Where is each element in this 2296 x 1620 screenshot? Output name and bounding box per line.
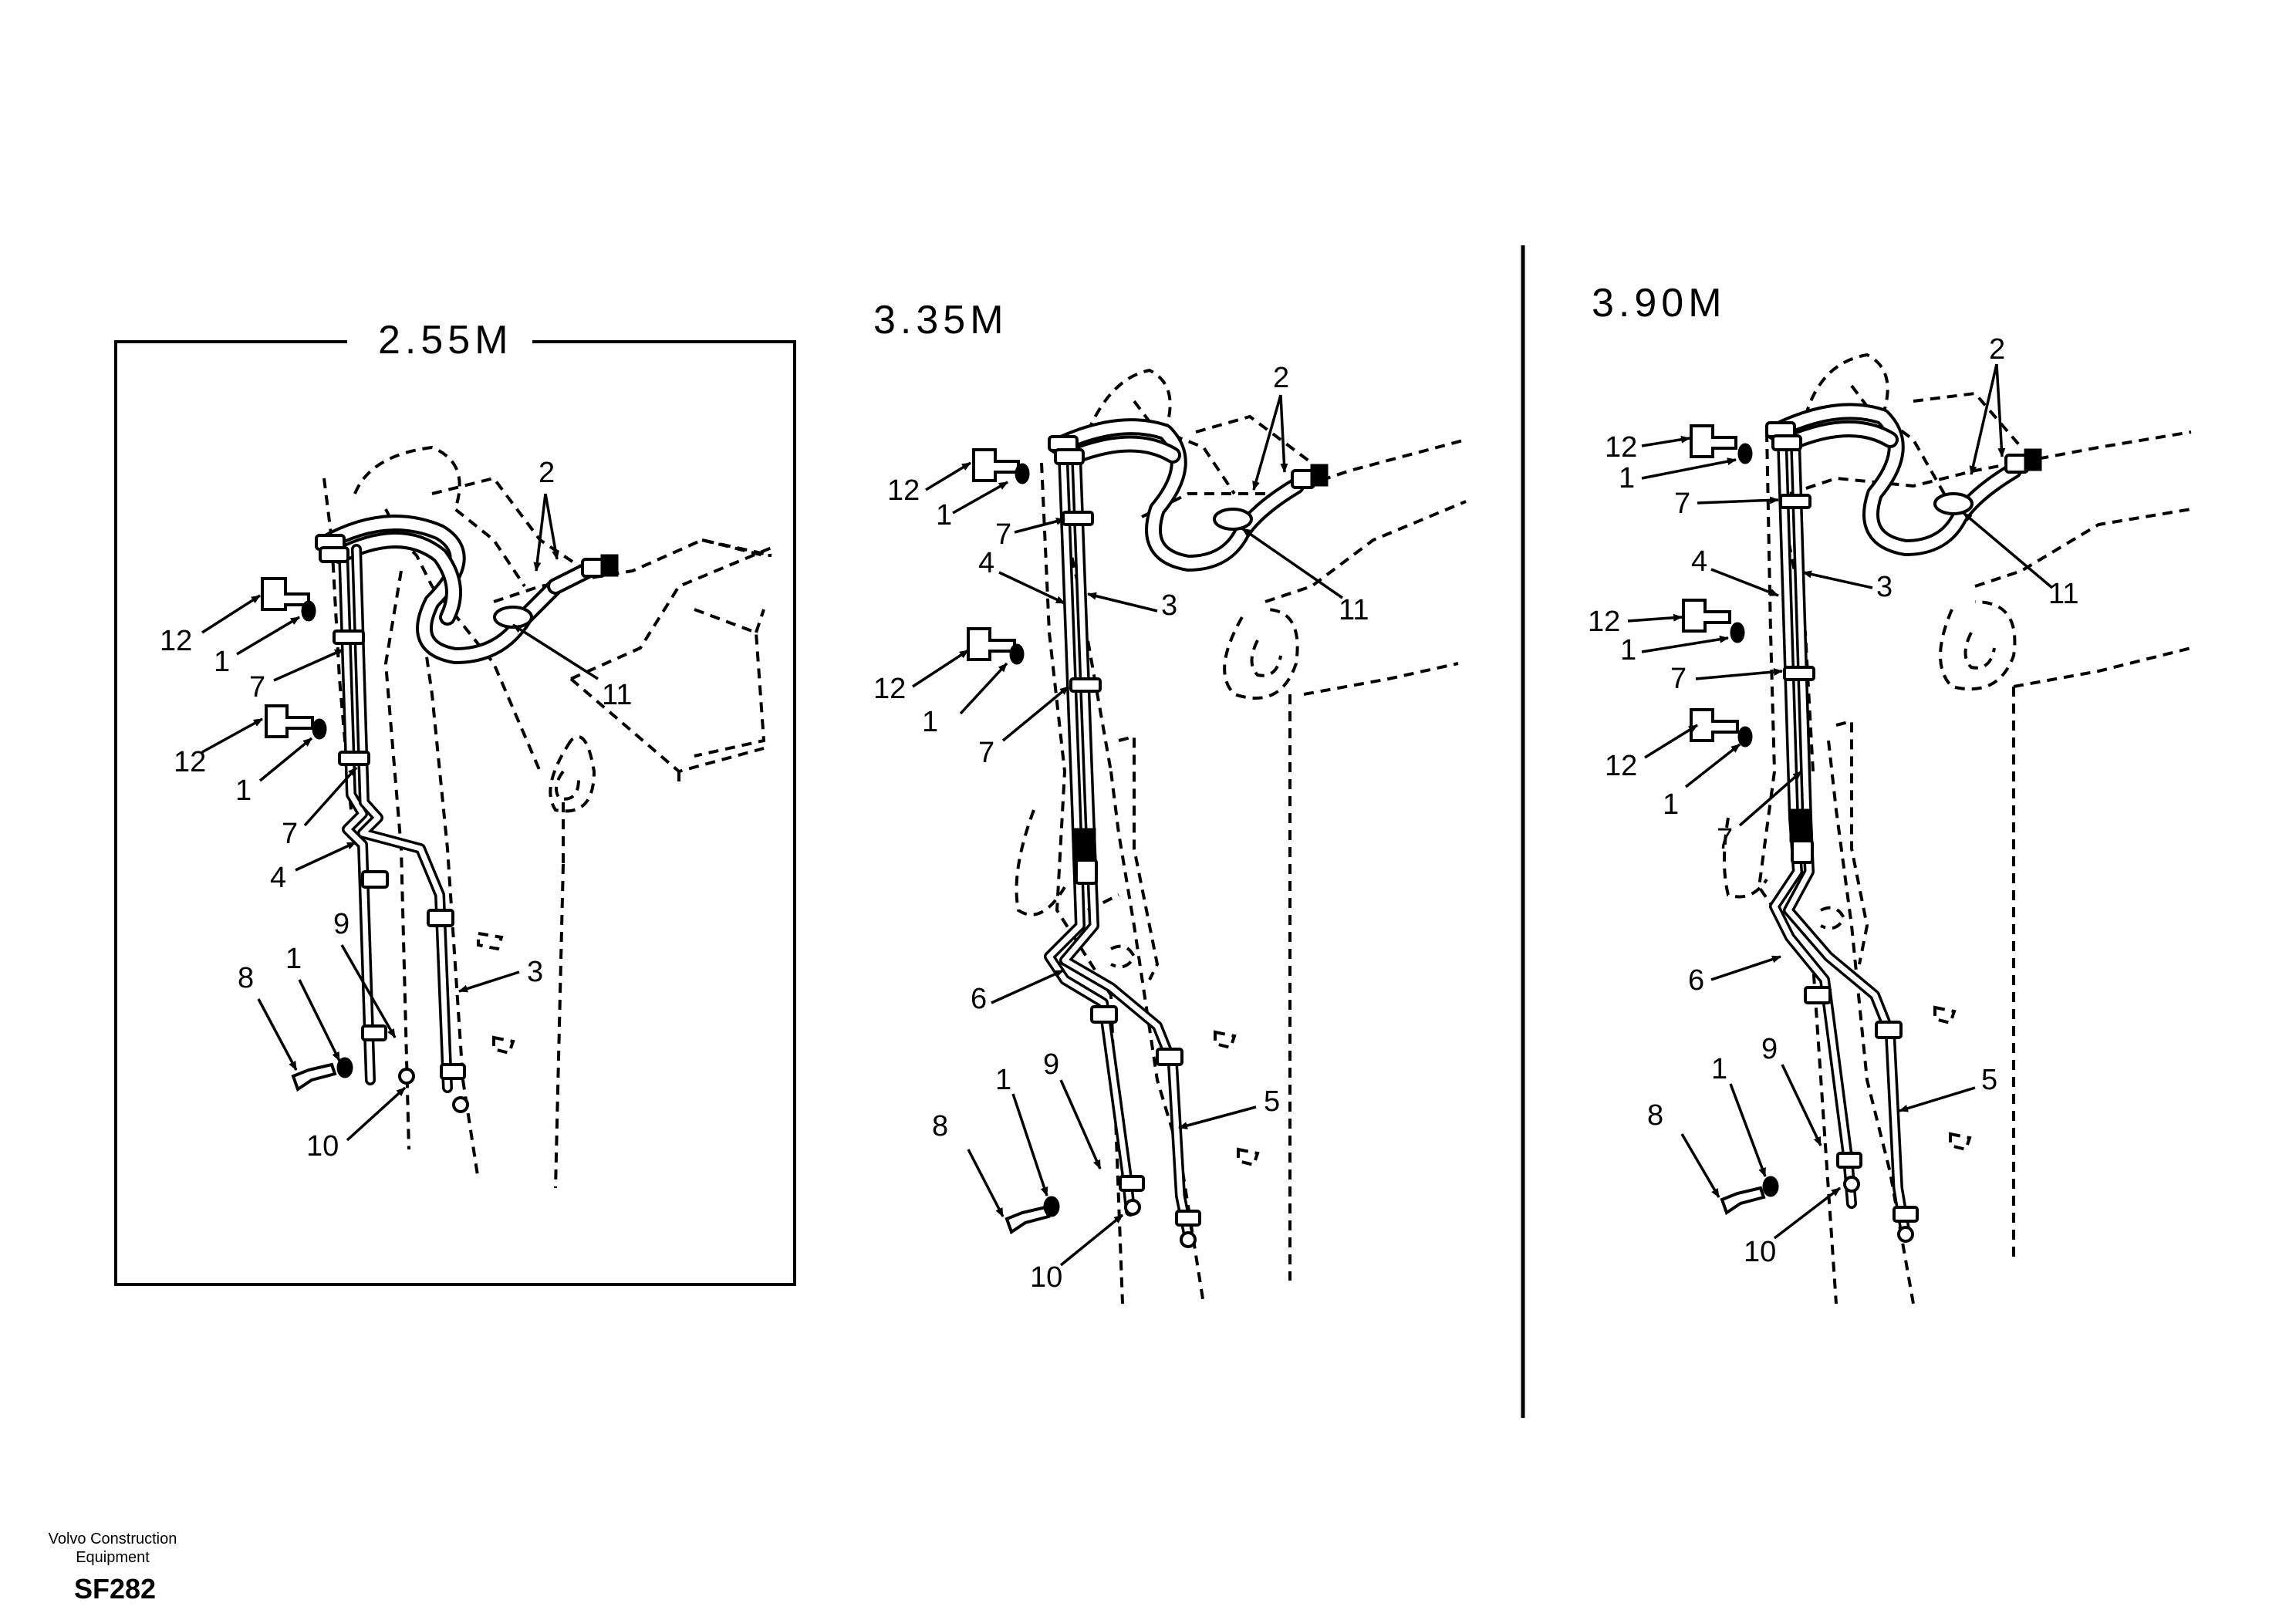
callout: 7 [249, 671, 265, 704]
callout: 1 [922, 706, 938, 738]
variant-255-leader-lines [201, 493, 599, 1142]
callout: 2 [539, 457, 555, 489]
callout: 7 [282, 818, 298, 850]
callout: 12 [1588, 606, 1620, 638]
callout: 7 [978, 737, 994, 769]
callout: 10 [1744, 1236, 1776, 1268]
callout: 1 [214, 646, 230, 678]
callout: 7 [1670, 663, 1687, 695]
callout: 1 [1711, 1053, 1727, 1085]
callout: 12 [1605, 750, 1637, 782]
variant-335-leader-lines [912, 394, 1343, 1267]
variant-255-title: 2.55M [378, 318, 513, 363]
callout: 1 [235, 775, 252, 807]
variant-335-fasteners [967, 448, 1060, 1235]
variant-390-callouts: 2 12 1 7 4 3 11 12 1 7 12 1 7 6 5 8 1 9 … [1588, 333, 2078, 1268]
callout: 9 [1043, 1048, 1059, 1081]
manufacturer-line-2: Equipment [76, 1549, 150, 1566]
callout: 9 [1761, 1033, 1778, 1065]
variant-255-ghost-boom [322, 445, 772, 1189]
callout: 1 [285, 943, 302, 975]
variant-390-hoses [1766, 403, 2042, 556]
callout: 12 [873, 673, 906, 705]
callout: 5 [1981, 1064, 1997, 1096]
variant-335-callouts: 2 12 1 7 4 3 11 12 1 7 6 5 8 1 9 10 [873, 362, 1369, 1294]
manufacturer-line-1: Volvo Construction [48, 1531, 177, 1547]
callout: 11 [602, 679, 632, 711]
variant-335-panel: 3.35M [873, 298, 1467, 1304]
callout: 10 [306, 1130, 339, 1163]
callout: 7 [995, 518, 1011, 551]
callout: 1 [995, 1064, 1011, 1096]
callout: 1 [1620, 634, 1636, 667]
footer: Volvo Construction Equipment SF282 [28, 1530, 198, 1605]
variant-390-leader-lines [1627, 363, 2054, 1240]
callout: 1 [936, 499, 952, 532]
callout: 1 [1663, 788, 1679, 821]
variant-255-pipes [315, 534, 469, 1113]
callout: 8 [1647, 1099, 1663, 1132]
callout: 12 [160, 625, 192, 657]
variant-390-fasteners [1682, 424, 1779, 1216]
callout: 12 [174, 746, 206, 778]
callout: 7 [1717, 823, 1733, 856]
callout: 9 [333, 908, 349, 940]
variant-390-title: 3.90M [1592, 281, 1727, 326]
variant-255-fasteners [261, 577, 353, 1092]
callout: 11 [1339, 594, 1369, 626]
variant-255-hoses [316, 515, 619, 664]
callout: 12 [887, 474, 920, 507]
variant-255-frame [114, 340, 796, 1286]
callout: 12 [1605, 431, 1637, 464]
callout: 2 [1273, 362, 1289, 394]
callout: 7 [1674, 488, 1690, 520]
variant-335-title: 3.35M [873, 298, 1008, 343]
callout: 8 [932, 1110, 948, 1142]
callout: 4 [978, 547, 994, 579]
callout: 10 [1030, 1261, 1062, 1294]
callout: 1 [1619, 462, 1635, 494]
callout: 3 [1876, 571, 1893, 603]
variant-255-panel: 2.55M [114, 318, 796, 1286]
callout: 3 [1161, 589, 1177, 622]
callout: 11 [2048, 578, 2078, 610]
callout: 2 [1989, 333, 2005, 366]
callout: 6 [971, 983, 987, 1015]
callout: 4 [270, 862, 286, 894]
callout: 5 [1264, 1085, 1280, 1118]
callout: 8 [238, 962, 254, 994]
callout: 3 [527, 956, 543, 988]
variant-390-pipes [1765, 421, 1919, 1243]
diagram-code: SF282 [74, 1573, 157, 1605]
variant-390-panel: 3.90M [1588, 281, 2192, 1304]
callout: 6 [1688, 964, 1704, 997]
variant-335-pipes [1044, 435, 1201, 1248]
variant-255-callouts: 2 12 1 7 12 1 7 4 3 11 8 1 9 10 [160, 457, 632, 1163]
callout: 4 [1691, 545, 1707, 578]
